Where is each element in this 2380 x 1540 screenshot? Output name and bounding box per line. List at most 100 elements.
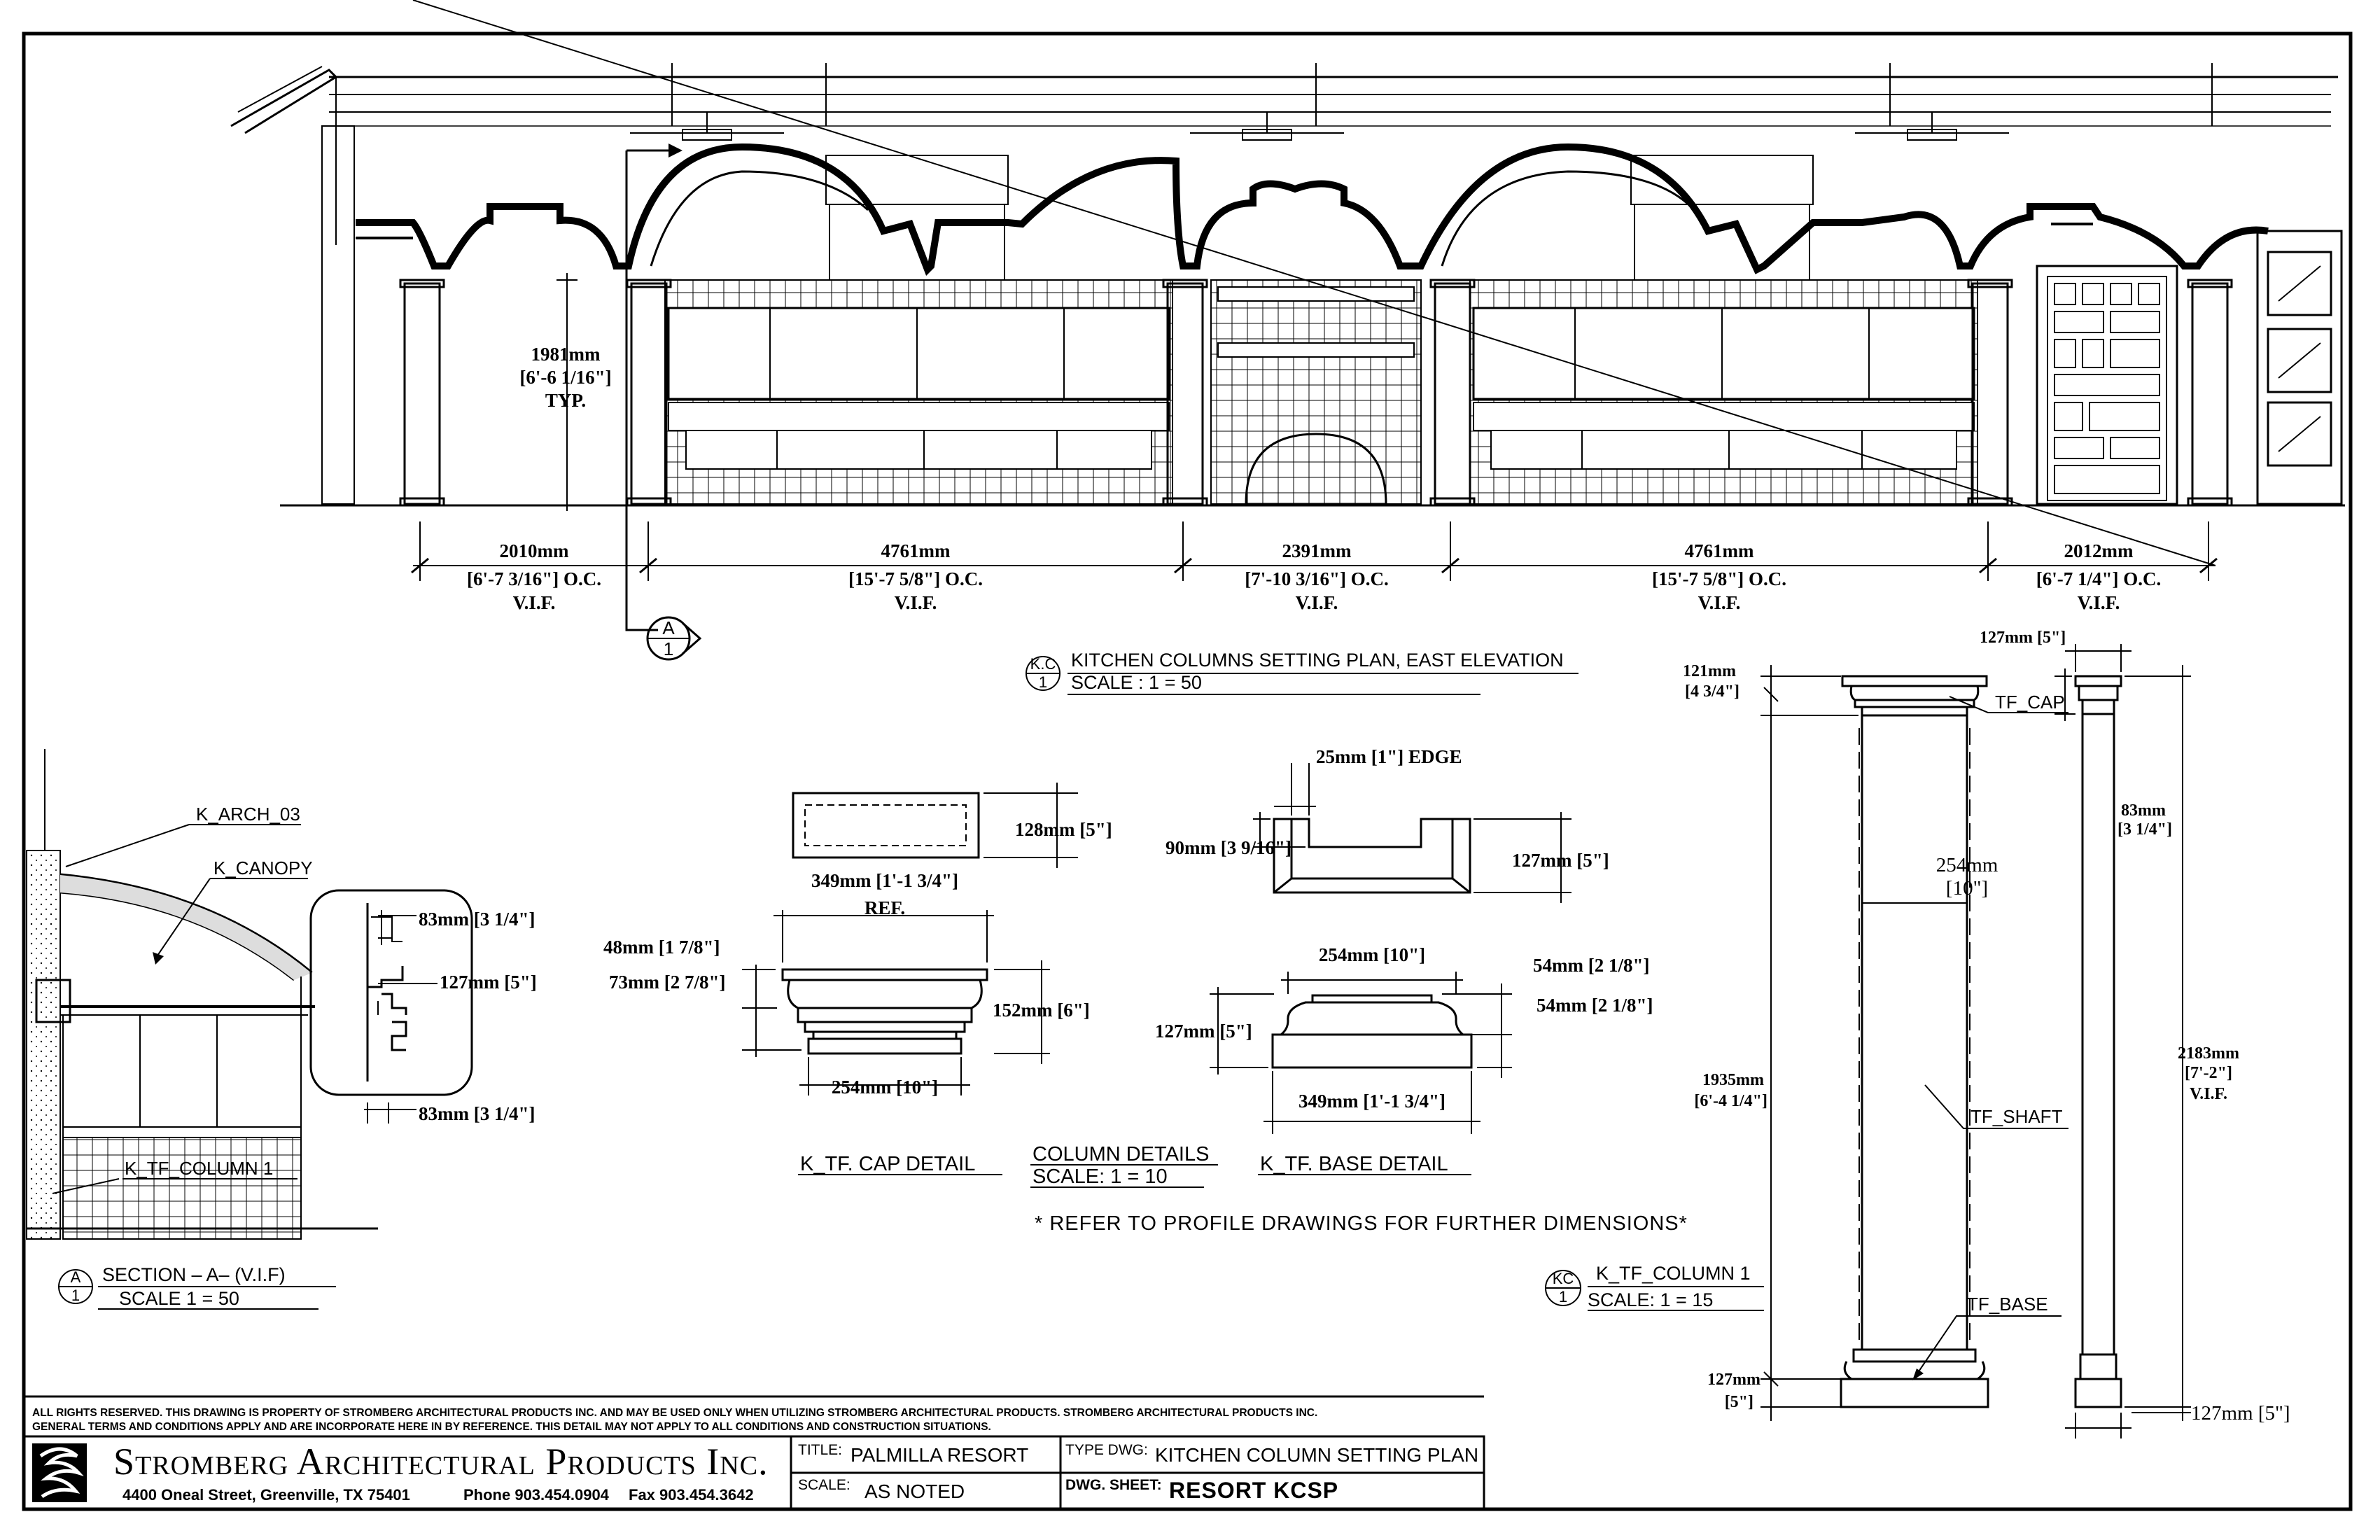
height-dim-mm: 1981mm	[531, 344, 601, 365]
section-title: SECTION – A– (V.I.F)	[102, 1264, 286, 1285]
section-dim-top: 83mm [3 1/4"]	[419, 909, 535, 930]
display-cabinet	[2256, 230, 2343, 505]
company-name: Stromberg Architectural Products Inc.	[113, 1441, 769, 1483]
label-column: K_TF_COLUMN 1	[125, 1158, 273, 1179]
oc-dim-2-mm: 4761mm	[881, 540, 951, 561]
kitchen-bay	[664, 279, 1173, 505]
cap-dim-2: 73mm [2 7/8"]	[609, 972, 725, 993]
base-dim-1: 54mm [2 1/8"]	[1533, 955, 1649, 976]
oc-dim-2-vif: V.I.F.	[895, 592, 937, 613]
oc-dim-2-imperial: [15'-7 5/8"] O.C.	[848, 568, 983, 589]
oc-dim-4-mm: 4761mm	[1685, 540, 1754, 561]
oc-dim-5-vif: V.I.F.	[2078, 592, 2120, 613]
disclaimer-line-2: GENERAL TERMS AND CONDITIONS APPLY AND A…	[32, 1421, 991, 1433]
kitchen-bay	[1469, 279, 1978, 505]
section-dim-mid: 127mm [5"]	[440, 972, 537, 993]
base-height: 127mm [5"]	[1155, 1021, 1252, 1042]
ref-width: 349mm [1'-1 3/4"]	[811, 870, 958, 891]
edge-right: 127mm [5"]	[1512, 850, 1609, 871]
label-arch: K_ARCH_03	[196, 804, 300, 825]
base-top: 254mm [10"]	[1319, 944, 1425, 965]
height-dim-note: TYP.	[545, 390, 586, 411]
section-cut-marker: A 1	[625, 144, 702, 661]
section-dim-bottom: 83mm [3 1/4"]	[419, 1103, 535, 1124]
details-group-title: COLUMN DETAILS	[1032, 1143, 1209, 1166]
col-cap-mm: 121mm	[1683, 662, 1736, 680]
pizza-oven	[1210, 279, 1422, 505]
section-tag-top: A	[71, 1268, 81, 1286]
column-scale: SCALE: 1 = 15	[1588, 1289, 1713, 1310]
company-fax: Fax 903.454.3642	[629, 1486, 754, 1504]
sheet-border	[22, 31, 2353, 1511]
base-width: 349mm [1'-1 3/4"]	[1298, 1091, 1446, 1112]
cap-height: 152mm [6"]	[993, 1000, 1090, 1021]
col-total-mm: 1935mm	[1702, 1071, 1764, 1089]
side-bottom: 127mm [5"]	[2191, 1402, 2290, 1424]
col-base-imperial: [5"]	[1725, 1393, 1754, 1411]
section-a: K_ARCH_03 K_CANOPY K_TF_COLUMN 1 83mm [3…	[26, 749, 537, 1310]
oc-dim-3-imperial: [7'-10 3/16"] O.C.	[1245, 568, 1388, 589]
cap-dim-1: 48mm [1 7/8"]	[603, 937, 720, 958]
company-phone: Phone 903.454.0904	[463, 1486, 610, 1504]
ceiling-fan	[630, 112, 2009, 141]
oc-dim-4-imperial: [15'-7 5/8"] O.C.	[1652, 568, 1786, 589]
base-title: K_TF. BASE DETAIL	[1260, 1153, 1448, 1175]
scale-value: AS NOTED	[864, 1480, 965, 1502]
disclaimer-line-1: ALL RIGHTS RESERVED. THIS DRAWING IS PRO…	[32, 1407, 1317, 1419]
title-value: PALMILLA RESORT	[850, 1444, 1028, 1466]
wall-post	[321, 125, 355, 505]
side-height-vif: V.I.F.	[2190, 1085, 2227, 1103]
title-label: TITLE:	[798, 1442, 842, 1458]
oc-dim-4-vif: V.I.F.	[1698, 592, 1741, 613]
column-title: K_TF_COLUMN 1	[1596, 1263, 1751, 1284]
column-elevation: 121mm [4 3/4"] 1935mm [6'-4 1/4"] 127mm …	[1545, 629, 2290, 1438]
label-tf-cap: TF_CAP	[1995, 692, 2065, 713]
label-tf-base: TF_BASE	[1967, 1294, 2048, 1315]
details-note: * REFER TO PROFILE DRAWINGS FOR FURTHER …	[1035, 1212, 1688, 1235]
east-elevation: 1981mm [6'-6 1/16"] TYP. 2010mm [6'-7 3/…	[230, 0, 2345, 695]
oc-dim-1-vif: V.I.F.	[513, 592, 556, 613]
title-block: ALL RIGHTS RESERVED. THIS DRAWING IS PRO…	[22, 1395, 1485, 1511]
range-hood	[825, 155, 1009, 205]
wall-hatch	[26, 850, 61, 1240]
col-total-imperial: [6'-4 1/4"]	[1694, 1092, 1768, 1110]
detail-bubble	[309, 889, 473, 1096]
column-tag-top: KC	[1553, 1270, 1574, 1287]
side-cap-imperial: [3 1/4"]	[2118, 820, 2172, 839]
details-group-scale: SCALE: 1 = 10	[1032, 1166, 1168, 1188]
company-logo-icon	[32, 1443, 87, 1502]
base-profile	[1271, 994, 1473, 1069]
edge-left: 90mm [3 9/16"]	[1166, 837, 1292, 858]
column-tag-bottom: 1	[1559, 1288, 1567, 1306]
cap-title: K_TF. CAP DETAIL	[800, 1153, 975, 1175]
col-cap-imperial: [4 3/4"]	[1685, 682, 1740, 701]
arch-band	[356, 143, 2269, 276]
height-dimension: 1981mm [6'-6 1/16"] TYP.	[519, 273, 612, 511]
cap-width: 254mm [10"]	[832, 1077, 938, 1098]
sheet-label: DWG. SHEET:	[1065, 1477, 1162, 1493]
oc-dim-1-imperial: [6'-7 3/16"] O.C.	[467, 568, 601, 589]
elevation-scale: SCALE : 1 = 50	[1071, 672, 1202, 693]
scale-label: SCALE:	[798, 1477, 850, 1493]
oc-dim-3-mm: 2391mm	[1282, 540, 1352, 561]
shaft-imperial: [10"]	[1946, 877, 1988, 899]
ref-height: 128mm [5"]	[1015, 819, 1112, 840]
section-scale: SCALE 1 = 50	[119, 1288, 239, 1309]
side-cap-mm: 83mm	[2121, 802, 2166, 820]
shaft-mm: 254mm	[1936, 854, 1998, 876]
oc-dim-3-vif: V.I.F.	[1296, 592, 1338, 613]
section-tag-bottom: 1	[71, 1287, 80, 1304]
edge-profile	[1273, 818, 1471, 894]
side-height-mm: 2183mm	[2178, 1044, 2239, 1063]
edge-dim: 25mm [1"] EDGE	[1316, 746, 1462, 767]
oc-dim-5-imperial: [6'-7 1/4"] O.C.	[2036, 568, 2161, 589]
sheet-value: RESORT KCSP	[1169, 1478, 1338, 1503]
label-canopy: K_CANOPY	[214, 858, 313, 878]
oc-dim-1-mm: 2010mm	[500, 540, 569, 561]
elevation-title-block: K.C 1 KITCHEN COLUMNS SETTING PLAN, EAST…	[1026, 650, 1578, 695]
type-label: TYPE DWG:	[1065, 1442, 1148, 1458]
col-base-mm: 127mm	[1707, 1371, 1760, 1389]
company-address: 4400 Oneal Street, Greenville, TX 75401	[122, 1486, 410, 1504]
elevation-tag-bottom: 1	[1039, 673, 1047, 691]
